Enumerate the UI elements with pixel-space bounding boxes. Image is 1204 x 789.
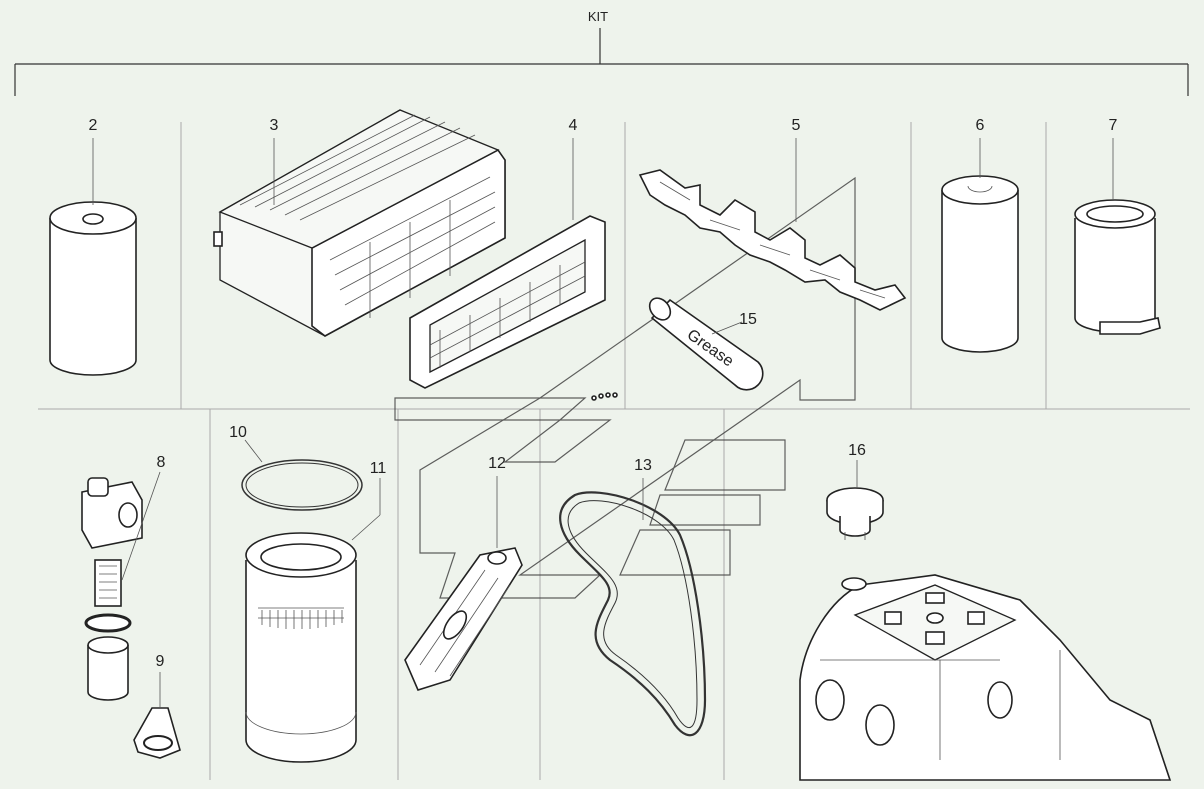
callout-7: 7 [1109,117,1118,134]
callout-16: 16 [848,442,866,459]
callout-10: 10 [229,424,247,441]
small-fasteners [591,392,618,401]
callout-13: 13 [634,457,652,474]
part-6-fuel-filter: 6 [941,117,1019,353]
callout-6: 6 [976,117,985,134]
callout-12: 12 [488,455,506,472]
callout-9: 9 [156,653,165,670]
part-15-grease-tube: Grease 15 [648,297,764,391]
gearbox-housing [799,574,1172,781]
callout-11: 11 [370,460,387,477]
callout-4: 4 [569,117,578,134]
part-9-o-ring-kit: 9 [133,653,181,759]
callout-8: 8 [157,454,166,471]
part-12-rubber-mount: 12 [404,455,523,691]
part-2-oil-filter: 2 [49,117,137,376]
callout-5: 5 [792,117,801,134]
callout-15: 15 [739,311,757,328]
part-7-spin-filter: 7 [1074,117,1161,335]
part-8-filter-assembly: 8 [81,454,166,701]
part-13-drive-belt: 13 [559,457,707,737]
grid-dividers [38,122,1190,780]
part-16-filler-cap: 16 [826,442,884,540]
kit-bracket: KIT [14,9,1189,96]
callout-3: 3 [270,117,279,134]
part-10-seal-ring: 10 [229,424,363,511]
part-5-gasket: 5 [638,117,907,311]
callout-2: 2 [89,117,98,134]
part-11-filter-element: 11 [245,460,387,763]
part-4-cabin-filter: 4 [409,117,606,389]
kit-label: KIT [588,9,608,24]
part-3-air-filter: 3 [213,109,506,337]
